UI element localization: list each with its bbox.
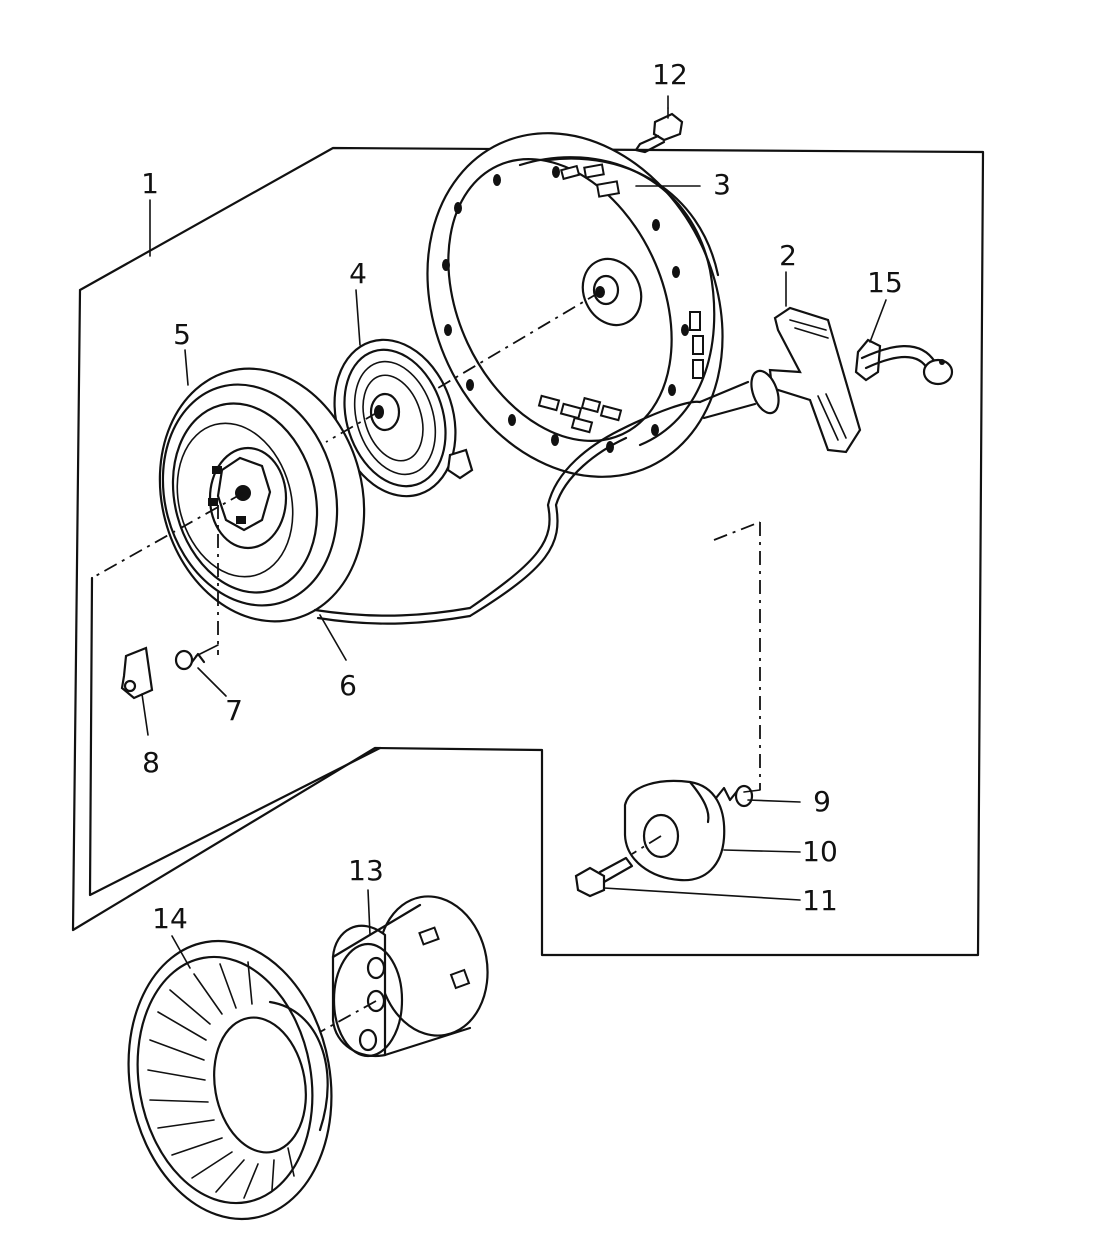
- label-part-11: 11: [802, 884, 838, 917]
- label-part-8: 8: [142, 746, 160, 779]
- label-part-10: 10: [802, 835, 838, 868]
- leader-lines: [141, 95, 887, 969]
- label-part-5: 5: [173, 318, 191, 351]
- rope-reel: [158, 367, 366, 623]
- label-part-15: 15: [867, 266, 903, 299]
- label-part-1: 1: [141, 167, 159, 200]
- starter-rope: [313, 400, 702, 625]
- label-part-7: 7: [225, 694, 243, 727]
- housing-bolt: [634, 107, 684, 154]
- part-labels: 1 2 3 4 5 6 7 8 9 10 11 12 13 14 15: [141, 58, 903, 935]
- rope-guide: [854, 338, 954, 386]
- label-part-4: 4: [349, 257, 367, 290]
- ratchet-spring: [174, 649, 206, 671]
- recoil-spring: [333, 338, 474, 498]
- guide-screw: [574, 856, 634, 898]
- label-part-12: 12: [652, 58, 688, 91]
- friction-spring: [714, 784, 754, 808]
- label-part-13: 13: [348, 854, 384, 887]
- starter-handle: [698, 306, 862, 454]
- starter-housing: [426, 132, 724, 478]
- label-part-6: 6: [339, 669, 357, 702]
- ratchet-pawl: [120, 646, 154, 700]
- label-part-9: 9: [813, 785, 831, 818]
- starter-cup: [331, 895, 489, 1058]
- ratchet-guide: [623, 779, 726, 882]
- starter-screen: [127, 939, 333, 1221]
- label-part-2: 2: [779, 239, 797, 272]
- center-axis-lines: [91, 291, 761, 1033]
- label-part-3: 3: [713, 168, 731, 201]
- label-part-14: 14: [152, 902, 188, 935]
